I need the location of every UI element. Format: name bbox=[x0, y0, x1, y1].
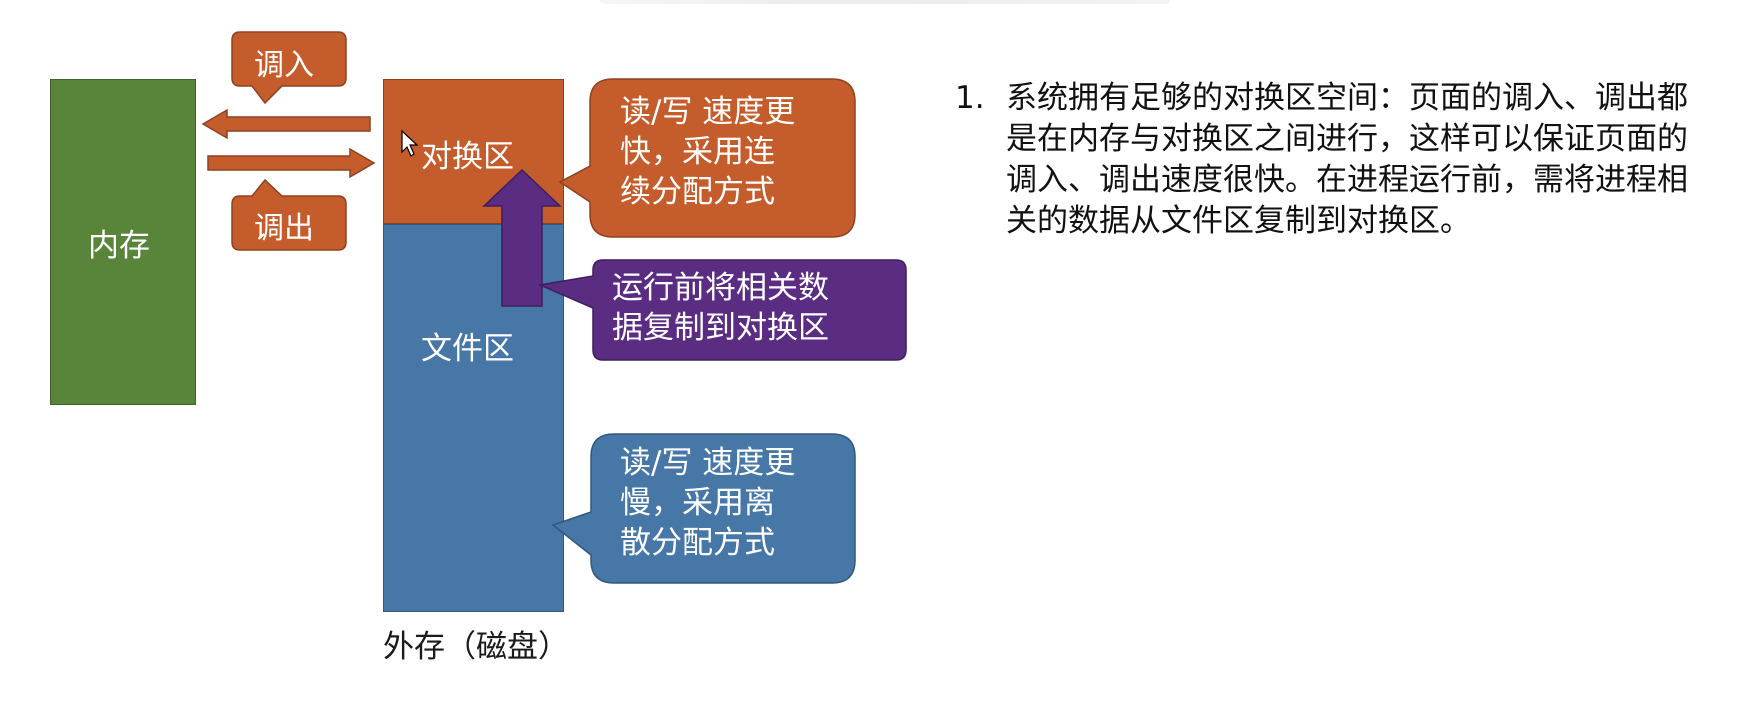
description-text: 系统拥有足够的对换区空间：页面的调入、调出都是在内存与对换区之间进行，这样可以保… bbox=[1006, 80, 1688, 239]
disk-label: 外存（磁盘） bbox=[383, 629, 569, 665]
swap-in-label: 调入 bbox=[254, 48, 314, 83]
swap-in-label-box bbox=[231, 31, 347, 105]
file-area-label: 文件区 bbox=[421, 331, 514, 367]
swap-callout-text: 读/写 速度更 快，采用连 续分配方式 bbox=[620, 94, 796, 210]
swap-out-label-box bbox=[231, 178, 347, 251]
swap-callout-bubble bbox=[558, 78, 856, 238]
swap-area-label: 对换区 bbox=[421, 139, 514, 175]
mouse-pointer-icon bbox=[401, 129, 419, 157]
swap-in-arrow bbox=[201, 108, 371, 140]
copy-callout-bubble bbox=[537, 259, 907, 361]
copy-arrow bbox=[482, 168, 562, 307]
file-callout-text: 读/写 速度更 慢，采用离 散分配方式 bbox=[620, 445, 796, 561]
list-number: 1. bbox=[955, 80, 985, 116]
memory-label: 内存 bbox=[88, 228, 150, 264]
file-callout-bubble bbox=[551, 433, 856, 584]
memory-block bbox=[50, 79, 196, 405]
swap-out-label: 调出 bbox=[254, 211, 314, 246]
window-top-bar bbox=[600, 0, 1170, 4]
copy-callout-text: 运行前将相关数 据复制到对换区 bbox=[612, 270, 829, 346]
swap-out-arrow bbox=[207, 147, 376, 179]
